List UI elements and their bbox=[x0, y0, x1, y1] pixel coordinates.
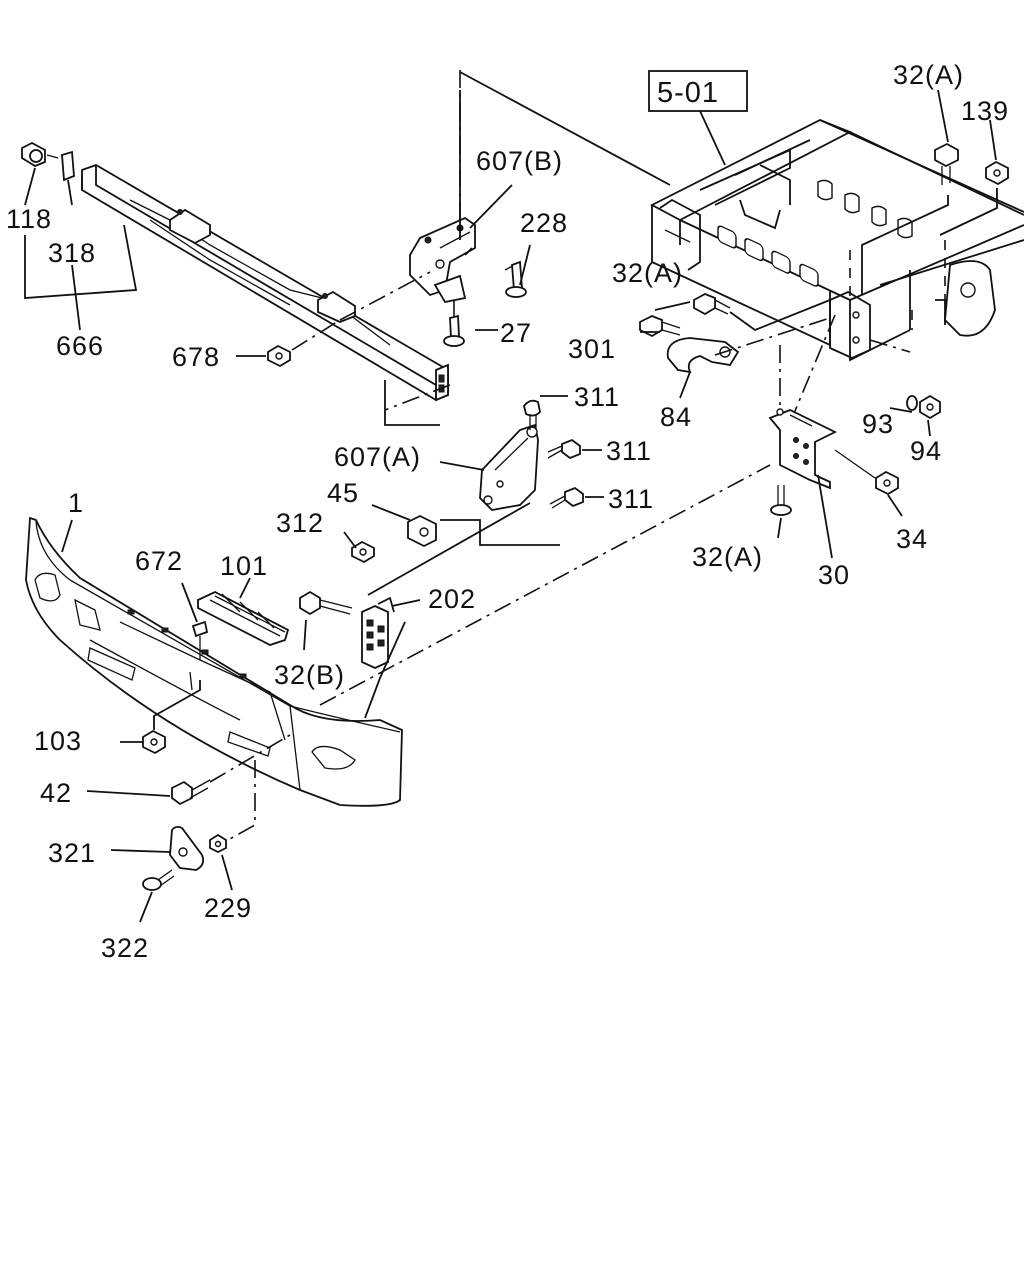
part-32a-bolt-low bbox=[770, 485, 792, 516]
part-103-nut bbox=[142, 729, 166, 755]
reinforcement-beam bbox=[81, 164, 449, 402]
label-93: 93 bbox=[862, 409, 894, 439]
part-32a-bolt-top bbox=[934, 142, 959, 185]
part-84-tow-hook bbox=[666, 337, 740, 374]
part-45-block bbox=[407, 514, 437, 548]
part-672-clip bbox=[191, 620, 209, 660]
label-101: 101 bbox=[220, 551, 268, 581]
part-42-bolt bbox=[171, 779, 211, 806]
part-322-screw bbox=[142, 869, 175, 891]
part-30-bracket bbox=[768, 408, 838, 490]
part-312-nut bbox=[351, 540, 375, 564]
label-32a-top: 32(A) bbox=[893, 60, 964, 90]
label-672: 672 bbox=[135, 546, 183, 576]
label-30: 30 bbox=[818, 560, 850, 590]
part-607a-bracket bbox=[479, 423, 539, 511]
label-1: 1 bbox=[68, 488, 84, 518]
label-322: 322 bbox=[101, 933, 149, 963]
label-321: 321 bbox=[48, 838, 96, 868]
part-139-nut bbox=[985, 160, 1009, 186]
label-32a-mid: 32(A) bbox=[612, 258, 683, 288]
callout-labels: 32(A) 139 607(B) 228 118 318 666 32(A) 2… bbox=[6, 60, 1009, 963]
part-1-bumper bbox=[25, 516, 403, 807]
label-228: 228 bbox=[520, 208, 568, 238]
reference-box: 5-01 bbox=[648, 70, 748, 166]
reference-label: 5-01 bbox=[657, 77, 719, 109]
label-318: 318 bbox=[48, 238, 96, 268]
label-45: 45 bbox=[327, 478, 359, 508]
label-202: 202 bbox=[428, 584, 476, 614]
part-27-bolt bbox=[443, 300, 465, 347]
part-118-clip bbox=[21, 141, 46, 168]
label-229: 229 bbox=[204, 893, 252, 923]
label-678: 678 bbox=[172, 342, 220, 372]
part-32a-bolt-hook bbox=[693, 293, 731, 316]
chassis-frame bbox=[650, 119, 1024, 362]
label-607a: 607(A) bbox=[334, 442, 421, 472]
part-311-bolt-mid bbox=[547, 438, 581, 460]
label-311-c: 311 bbox=[608, 484, 654, 514]
label-34: 34 bbox=[896, 524, 928, 554]
part-229-nut bbox=[209, 833, 227, 854]
label-42: 42 bbox=[40, 778, 72, 808]
part-94-nut bbox=[919, 394, 941, 420]
label-607b: 607(B) bbox=[476, 146, 563, 176]
part-321-plate bbox=[169, 825, 205, 871]
part-301-bolt bbox=[639, 315, 681, 338]
part-678-nut bbox=[267, 344, 291, 368]
part-93-washer bbox=[906, 395, 918, 411]
label-32a-low: 32(A) bbox=[692, 542, 763, 572]
part-101-step bbox=[197, 590, 290, 646]
part-318-pad bbox=[61, 150, 75, 182]
label-27: 27 bbox=[500, 318, 532, 348]
label-32b: 32(B) bbox=[274, 660, 345, 690]
label-139: 139 bbox=[961, 96, 1009, 126]
label-84: 84 bbox=[660, 402, 692, 432]
part-34-nut bbox=[875, 470, 899, 496]
label-118: 118 bbox=[6, 204, 52, 234]
label-103: 103 bbox=[34, 726, 82, 756]
label-312: 312 bbox=[276, 508, 324, 538]
label-301: 301 bbox=[568, 334, 616, 364]
part-32b-bolt bbox=[299, 590, 353, 616]
part-311-bolt-low bbox=[549, 486, 584, 509]
label-666: 666 bbox=[56, 331, 104, 361]
label-94: 94 bbox=[910, 436, 942, 466]
part-228-bolt bbox=[504, 260, 527, 298]
label-311-b: 311 bbox=[606, 436, 652, 466]
label-311-a: 311 bbox=[574, 382, 620, 412]
leader-lines bbox=[61, 89, 997, 923]
part-311-bolt-top bbox=[523, 399, 541, 430]
